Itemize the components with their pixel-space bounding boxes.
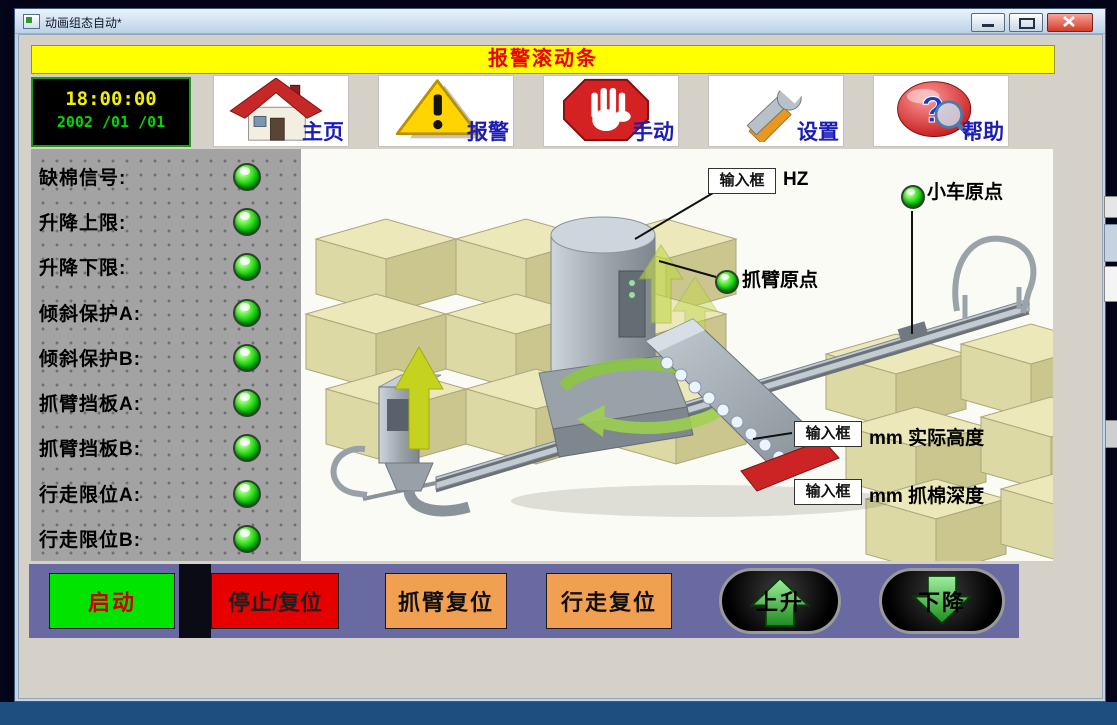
separator [179, 564, 211, 638]
status-row: 缺棉信号: [31, 161, 301, 191]
window-title: 动画组态自动* [45, 16, 122, 30]
stop-reset-button[interactable]: 停止/复位 [211, 573, 339, 629]
led-indicator [233, 299, 261, 327]
travel-reset-button[interactable]: 行走复位 [546, 573, 672, 629]
led-indicator [233, 434, 261, 462]
status-row: 行走限位A: [31, 478, 301, 508]
frequency-input[interactable]: 输入框 [708, 168, 776, 194]
home-icon [229, 78, 323, 141]
clock-display: 18:00:00 2002 /01 /01 [31, 77, 191, 147]
diagram-area: 输入框 HZ 小车原点 抓臂原点 输入框 mm 实际高度 输入框 mm 抓棉深度 [301, 149, 1053, 561]
maximize-button[interactable] [1009, 13, 1043, 32]
minimize-icon [982, 24, 994, 27]
machine-illustration [305, 192, 1053, 561]
close-button[interactable] [1047, 13, 1093, 32]
alarm-banner: 报警滚动条 [31, 45, 1055, 74]
wrench-icon [746, 78, 806, 142]
cart-origin-label: 小车原点 [927, 182, 1004, 203]
led-indicator [233, 163, 261, 191]
window-icon [23, 14, 40, 29]
help-button[interactable]: ? 帮助 [873, 75, 1009, 147]
led-indicator [233, 208, 261, 236]
status-row: 升降下限: [31, 251, 301, 281]
down-arrow-icon [911, 574, 973, 625]
status-row: 倾斜保护B: [31, 342, 301, 372]
start-button[interactable]: 启动 [49, 573, 175, 629]
led-indicator [233, 389, 261, 417]
background-window-fragment [1104, 224, 1117, 262]
height-unit-label: mm 实际高度 [869, 428, 985, 449]
depth-unit-label: mm 抓棉深度 [869, 486, 985, 507]
clock-time: 18:00:00 [65, 88, 157, 110]
feeder-post [330, 374, 471, 517]
frequency-unit-label: HZ [783, 169, 809, 190]
lift-arrow [394, 345, 444, 450]
home-button[interactable]: 主页 [213, 75, 349, 147]
hand-stop-icon [563, 78, 649, 142]
manual-label: 手动 [632, 121, 674, 144]
alarm-icon [395, 79, 485, 139]
home-label: 主页 [302, 121, 344, 144]
arm-origin-led [715, 270, 739, 294]
status-row: 倾斜保护A: [31, 297, 301, 327]
maximize-icon [1019, 18, 1035, 29]
depth-input[interactable]: 输入框 [794, 479, 862, 505]
app-window: 动画组态自动* 报警滚动条 18:00:00 2002 /01 /01 [14, 8, 1106, 702]
minimize-button[interactable] [971, 13, 1005, 32]
taskbar-strip [0, 702, 1117, 725]
alarm-button[interactable]: 报警 [378, 75, 514, 147]
up-button[interactable]: 上升 [719, 568, 841, 634]
status-row: 升降上限: [31, 206, 301, 236]
clock-date: 2002 /01 /01 [56, 113, 166, 131]
help-label: 帮助 [962, 121, 1004, 144]
up-arrow-icon [749, 577, 811, 628]
titlebar[interactable]: 动画组态自动* [15, 9, 1105, 34]
led-indicator [233, 480, 261, 508]
led-indicator [233, 344, 261, 372]
background-window-fragment [1105, 420, 1117, 448]
background-window-fragment [1104, 266, 1117, 302]
status-row: 抓臂挡板B: [31, 432, 301, 462]
down-button[interactable]: 下降 [879, 568, 1005, 634]
control-bar: 启动 停止/复位 抓臂复位 行走复位 上升 [29, 564, 1019, 638]
callout-lines [634, 192, 913, 440]
cart-origin-led [901, 185, 925, 209]
settings-label: 设置 [797, 121, 839, 144]
close-icon [1063, 16, 1075, 27]
led-indicator [233, 253, 261, 281]
led-indicator [233, 525, 261, 553]
right-handle [952, 235, 1037, 319]
background-window-fragment [1104, 196, 1117, 218]
status-panel: 缺棉信号: 升降上限: 升降下限: 倾斜保护A: 倾斜保护B: 抓臂挡板A: 抓… [31, 149, 301, 561]
manual-button[interactable]: 手动 [543, 75, 679, 147]
height-input[interactable]: 输入框 [794, 421, 862, 447]
arm-reset-button[interactable]: 抓臂复位 [385, 573, 507, 629]
settings-button[interactable]: 设置 [708, 75, 844, 147]
help-icon: ? [897, 81, 972, 138]
status-row: 行走限位B: [31, 523, 301, 553]
arm-origin-label: 抓臂原点 [742, 270, 819, 291]
status-row: 抓臂挡板A: [31, 387, 301, 417]
alarm-label: 报警 [467, 121, 509, 144]
